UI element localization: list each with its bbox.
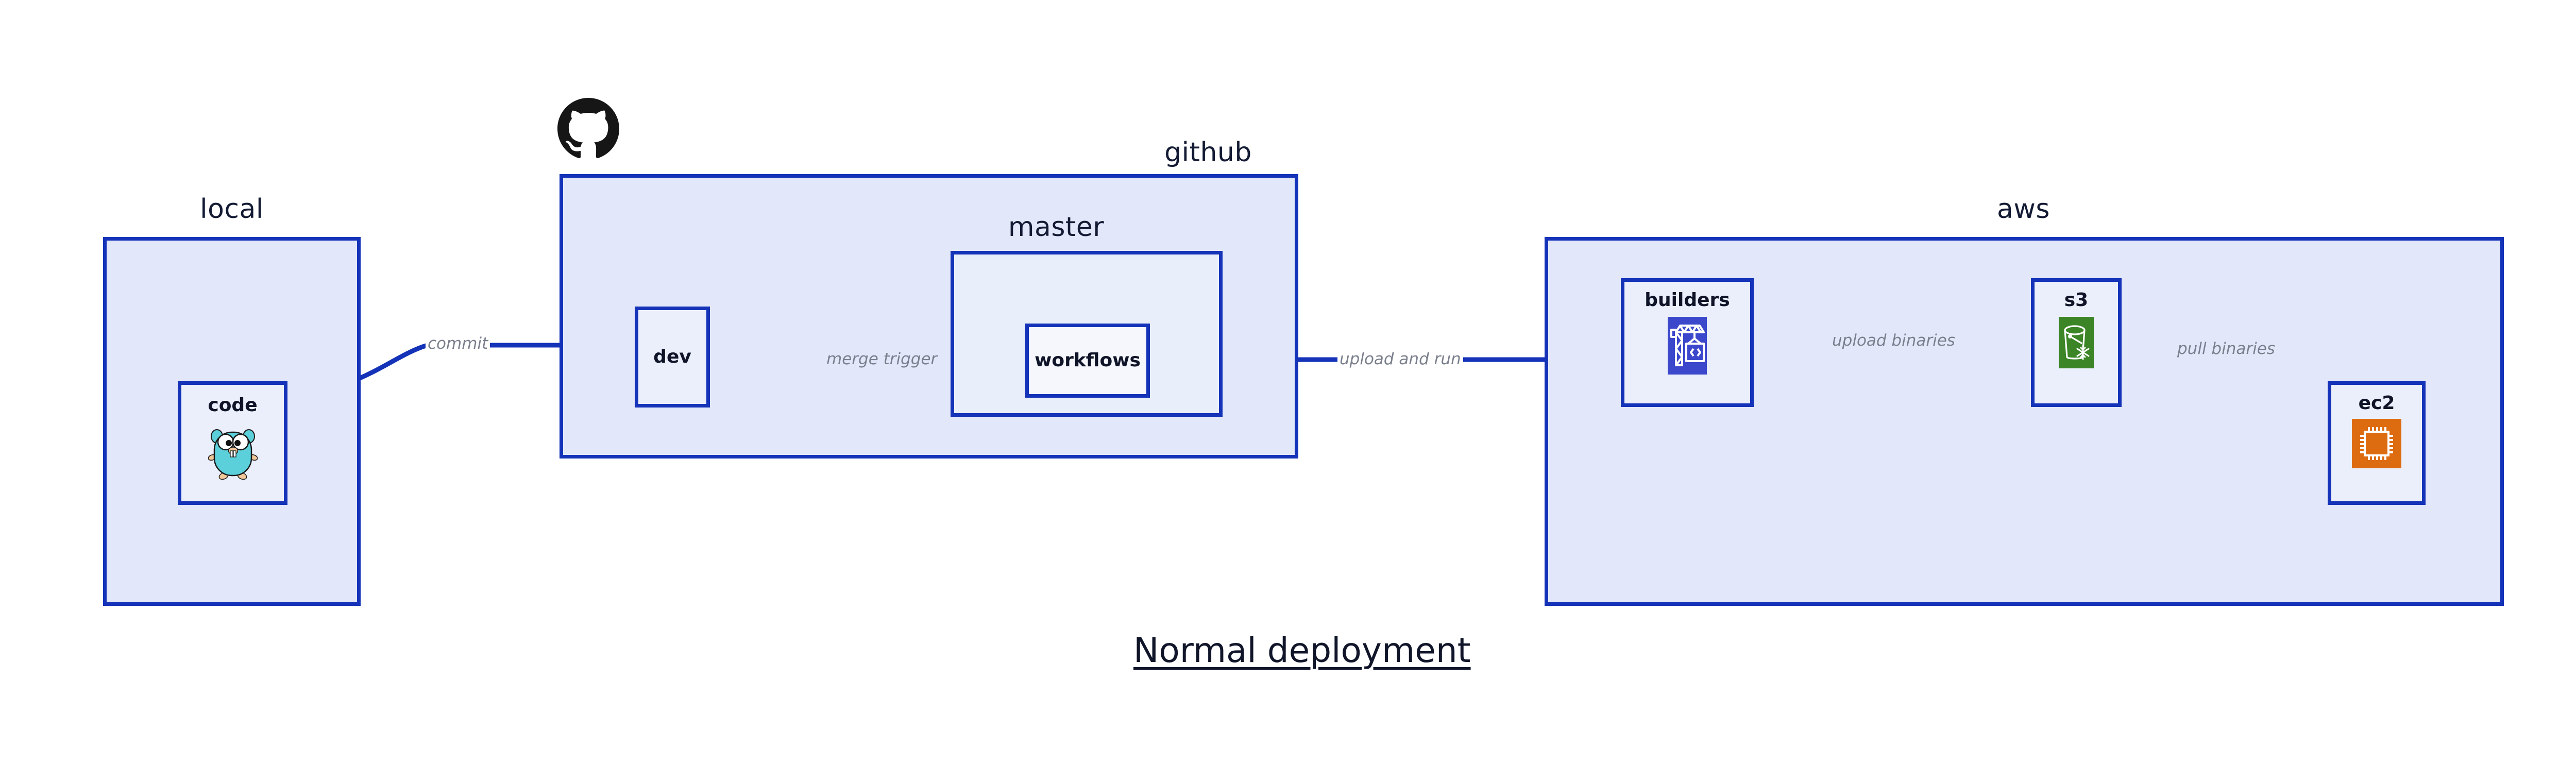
edge-label-commit: commit — [426, 336, 490, 352]
edge-label-upload-binaries: upload binaries — [1830, 333, 1957, 349]
group-label-master: master — [1008, 212, 1105, 243]
edge-label-merge-trigger: merge trigger — [824, 351, 940, 367]
node-label-s3: s3 — [2064, 290, 2089, 311]
page-title: Normal deployment — [1133, 631, 1471, 670]
node-label-dev: dev — [653, 346, 691, 367]
aws-s3-glacier-icon — [2059, 317, 2094, 370]
node-label-ec2: ec2 — [2358, 393, 2395, 414]
group-label-local: local — [200, 194, 264, 225]
node-label-code: code — [208, 395, 258, 416]
node-dev[interactable]: dev — [635, 307, 710, 408]
node-s3[interactable]: s3 — [2031, 278, 2122, 407]
group-label-github: github — [1164, 137, 1252, 168]
node-code[interactable]: code — [178, 381, 287, 505]
node-workflows[interactable]: workflows — [1025, 324, 1150, 398]
node-label-workflows: workflows — [1035, 350, 1141, 371]
aws-ec2-icon — [2352, 419, 2401, 470]
edge-label-upload-and-run: upload and run — [1337, 351, 1463, 367]
github-octocat-icon — [557, 98, 619, 162]
group-label-aws: aws — [1997, 194, 2050, 225]
node-label-builders: builders — [1645, 290, 1730, 311]
edge-label-pull-binaries: pull binaries — [2175, 341, 2277, 357]
aws-codebuild-icon — [1668, 317, 1707, 377]
node-ec2[interactable]: ec2 — [2328, 381, 2426, 505]
go-gopher-icon — [207, 425, 258, 483]
node-builders[interactable]: builders — [1621, 278, 1754, 407]
